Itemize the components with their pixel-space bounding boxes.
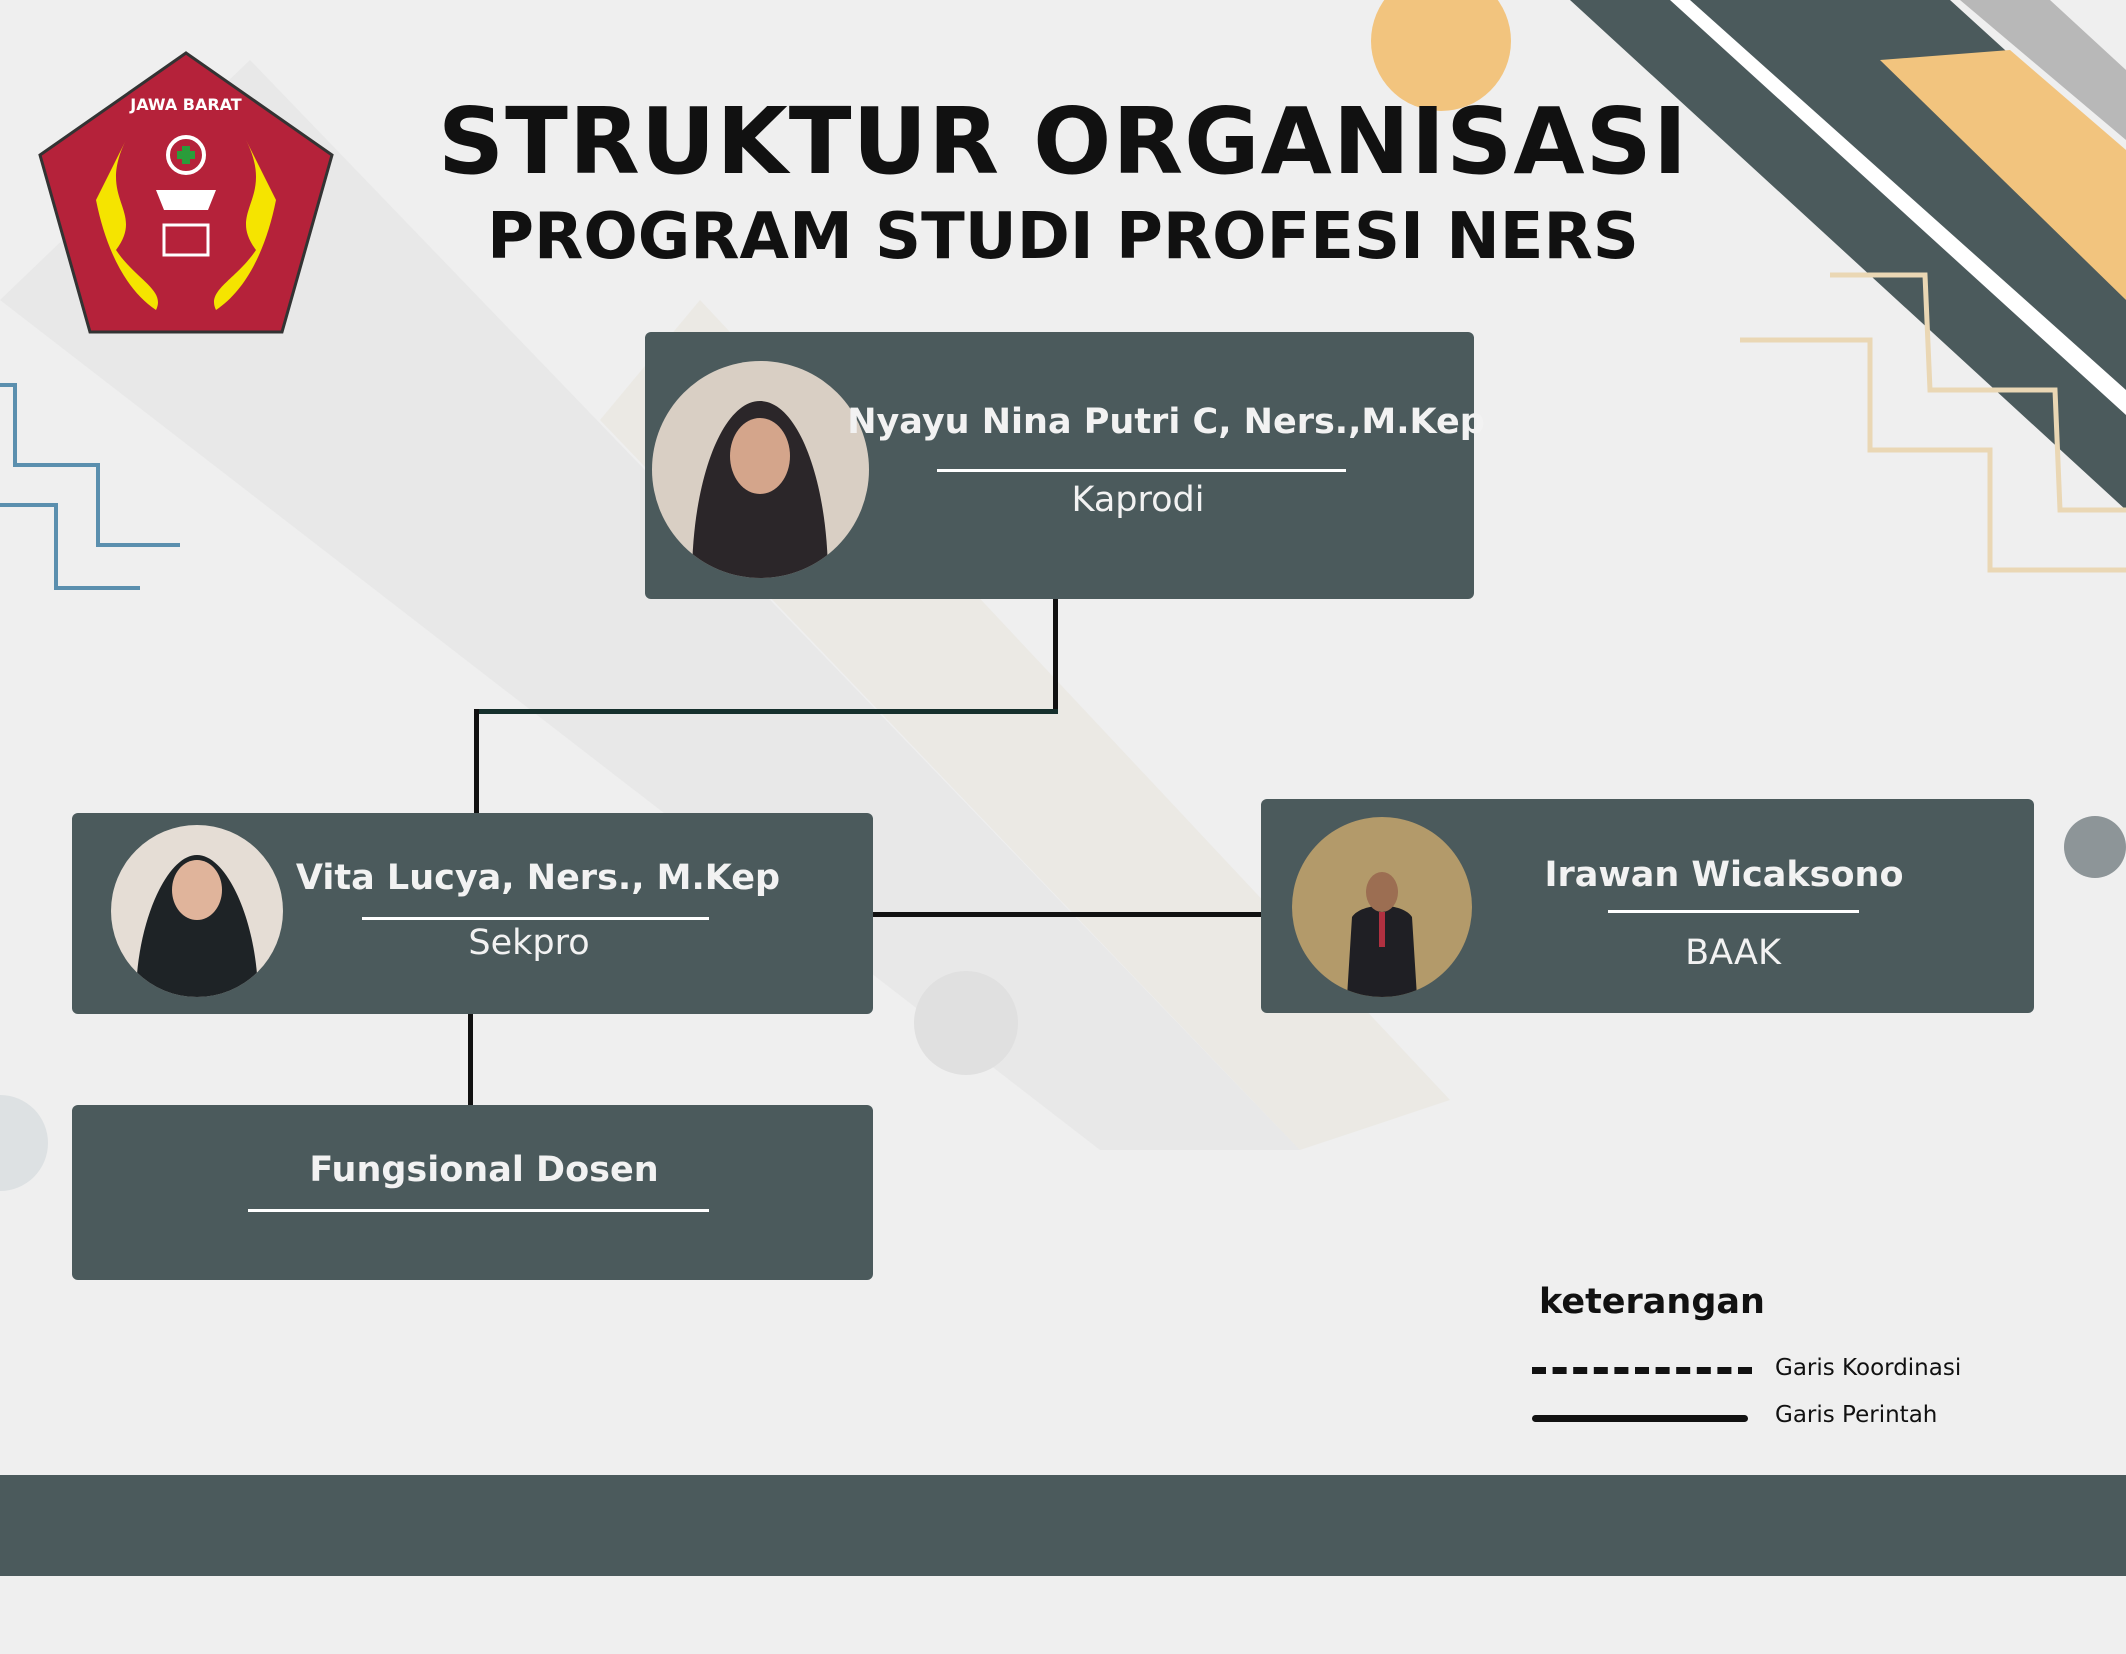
node-baak: Irawan Wicaksono BAAK	[1261, 799, 2034, 1013]
legend-title: keterangan	[1539, 1282, 1765, 1322]
sekpro-photo	[111, 825, 283, 997]
legend-dashed-line-icon	[1532, 1367, 1752, 1374]
kaprodi-role: Kaprodi	[1071, 480, 1205, 520]
node-kaprodi: Nyayu Nina Putri C, Ners.,M.Kep Kaprodi	[645, 332, 1485, 599]
page-title: STRUKTUR ORGANISASI	[437, 88, 1689, 195]
baak-role: BAAK	[1685, 933, 1781, 973]
footer-bar	[0, 1475, 2126, 1576]
line-sekpro-baak	[873, 912, 1261, 917]
page-subtitle: PROGRAM STUDI PROFESI NERS	[487, 200, 1639, 274]
divider	[1608, 910, 1859, 913]
line-sekpro-dosen	[468, 1000, 473, 1105]
legend-label-koordinasi: Garis Koordinasi	[1775, 1355, 1962, 1381]
kaprodi-name: Nyayu Nina Putri C, Ners.,M.Kep	[847, 402, 1485, 442]
divider	[248, 1209, 709, 1212]
stikep-ppni-logo: JAWA BARAT	[38, 51, 334, 334]
node-fungsional-dosen: Fungsional Dosen	[72, 1105, 873, 1280]
legend-label-perintah: Garis Perintah	[1775, 1402, 1938, 1428]
sekpro-role: Sekpro	[468, 923, 590, 963]
line-kaprodi-down	[1053, 599, 1058, 713]
baak-name: Irawan Wicaksono	[1544, 855, 1904, 895]
line-horizontal-branch	[474, 709, 1058, 714]
fungsional-dosen-label: Fungsional Dosen	[309, 1150, 659, 1190]
kaprodi-photo	[652, 361, 869, 578]
sekpro-name: Vita Lucya, Ners., M.Kep	[295, 858, 781, 898]
legend-solid-line-icon	[1532, 1415, 1748, 1422]
svg-text:JAWA BARAT: JAWA BARAT	[129, 95, 242, 114]
line-to-sekpro	[474, 709, 479, 813]
baak-photo	[1292, 817, 1472, 997]
legend: keterangan Garis Koordinasi Garis Perint…	[1530, 1275, 2030, 1445]
divider	[937, 469, 1346, 472]
divider	[362, 917, 709, 920]
node-sekpro: Vita Lucya, Ners., M.Kep Sekpro	[72, 813, 873, 1014]
